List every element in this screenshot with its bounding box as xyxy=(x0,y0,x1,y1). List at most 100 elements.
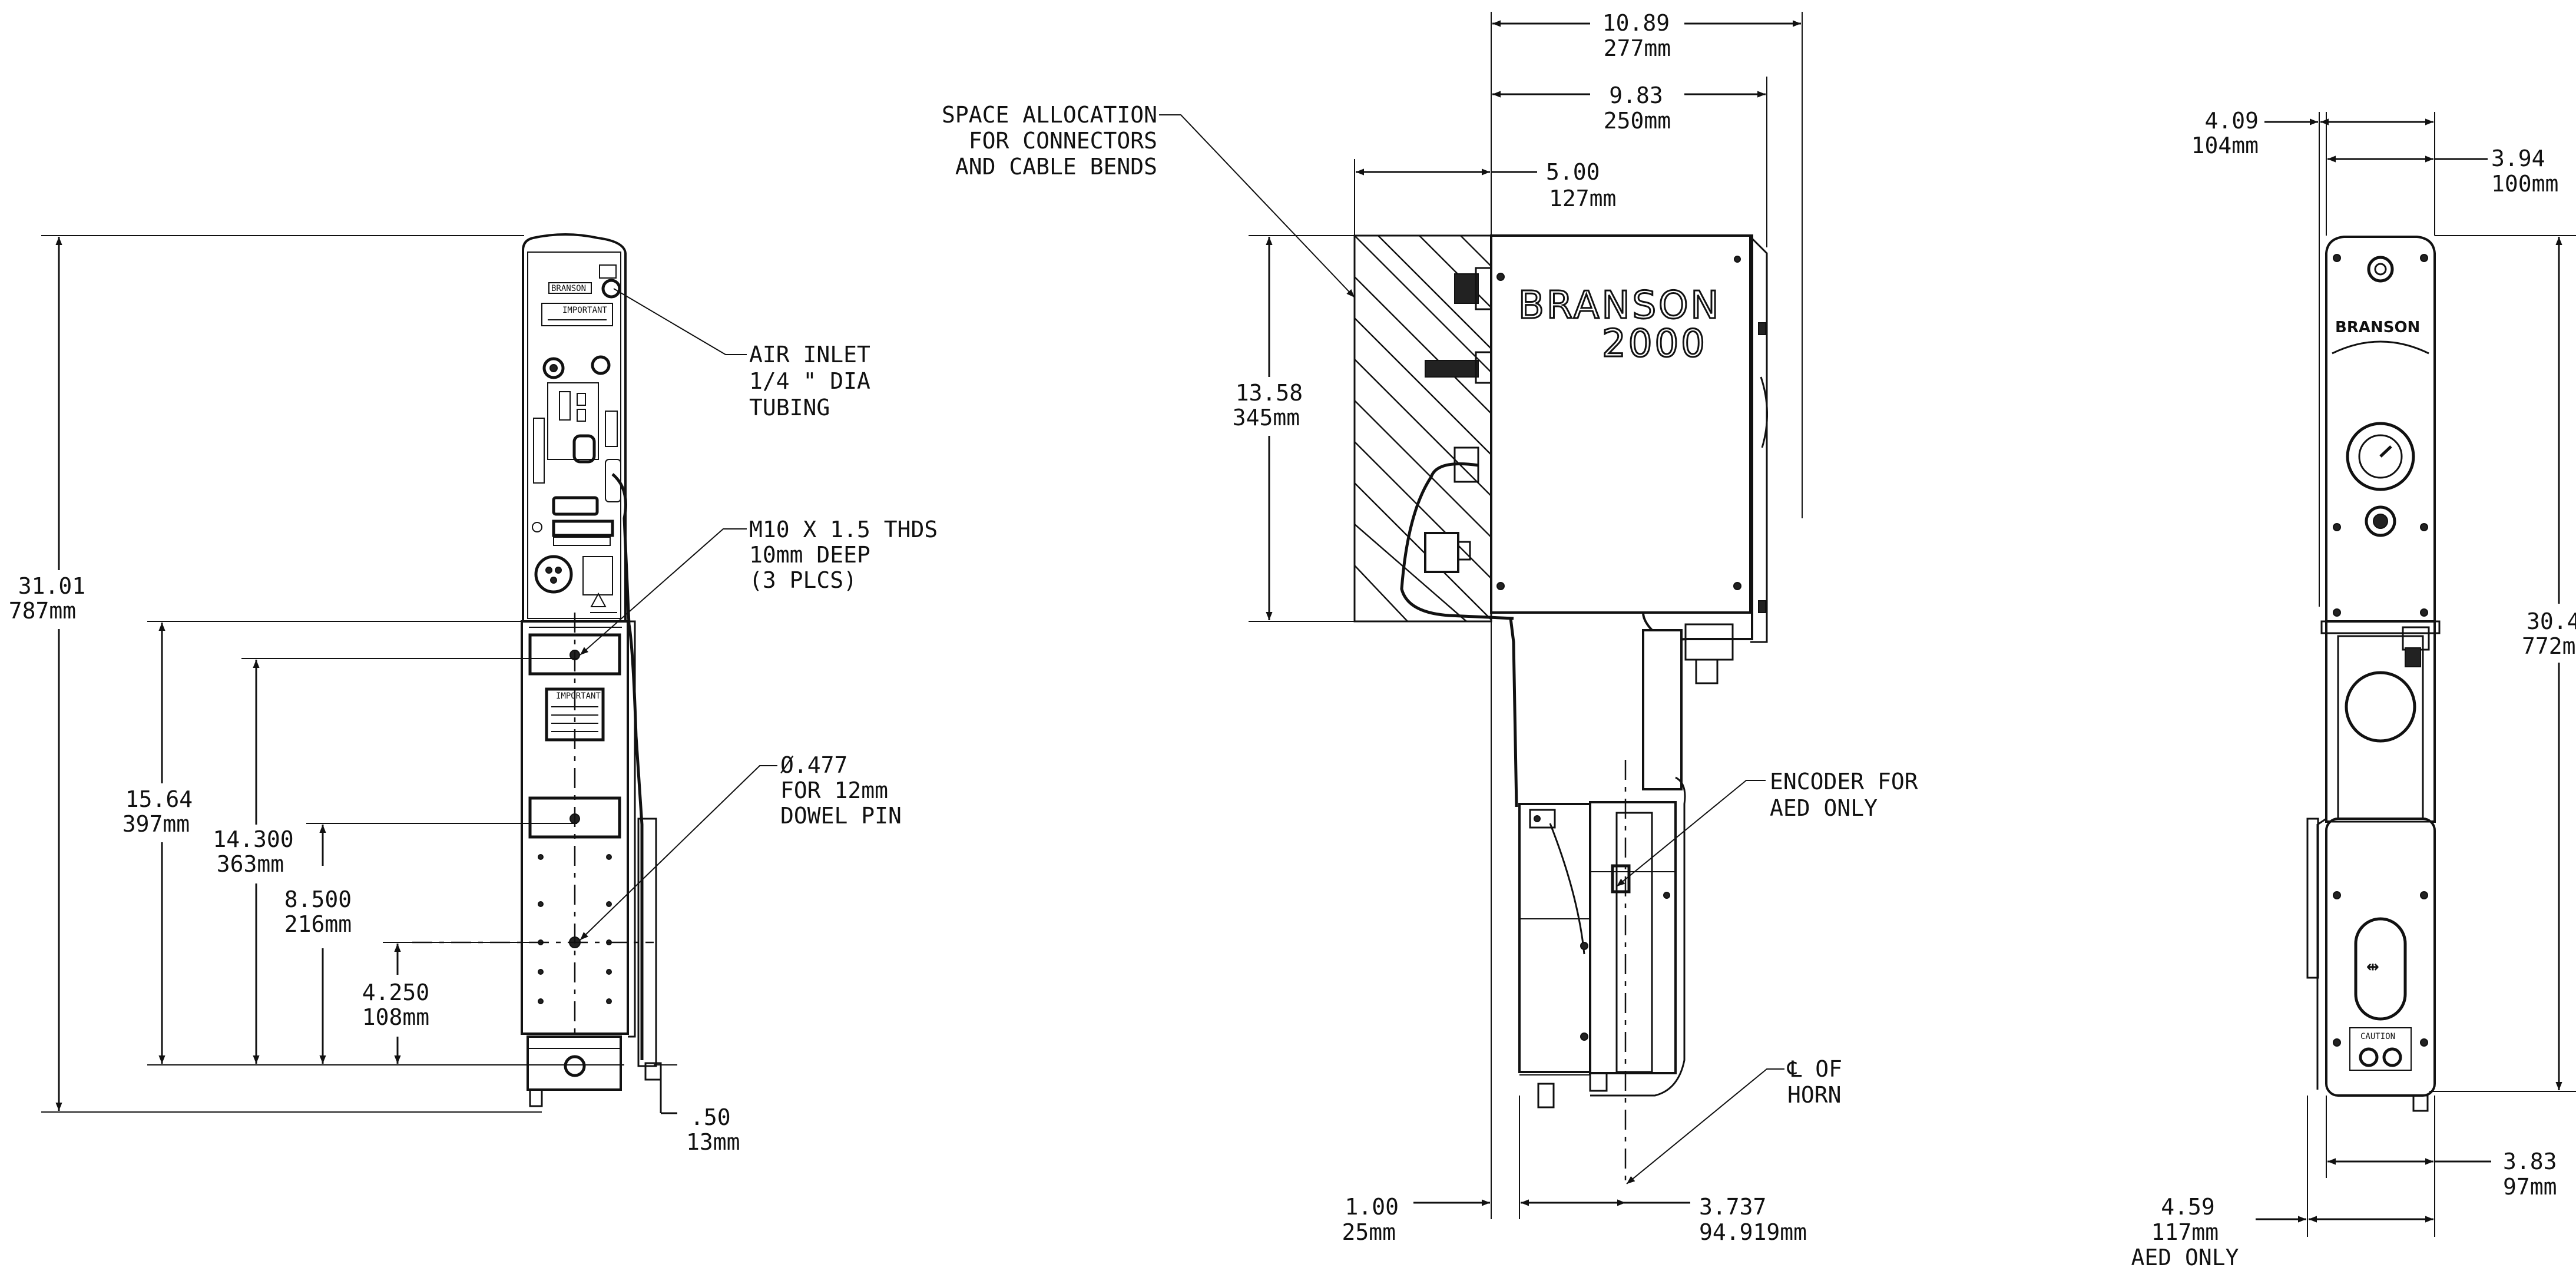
rear-dimensions: 4.09 104mm 3.94 100mm 30.4 772m 3.83 97m… xyxy=(2131,108,2576,1270)
warning-triangle xyxy=(590,592,607,607)
svg-text:97mm: 97mm xyxy=(2503,1174,2557,1200)
svg-text:HORN: HORN xyxy=(1787,1082,1842,1108)
svg-text:8.500: 8.500 xyxy=(284,886,352,912)
svg-text:FOR 12mm: FOR 12mm xyxy=(780,777,888,803)
front-callouts: AIR INLET 1/4 " DIA TUBING M10 X 1.5 THD… xyxy=(580,288,938,941)
space-allocation-hatch xyxy=(1354,235,1492,622)
bolt-icon: ⇹ xyxy=(2366,958,2379,976)
side-cable xyxy=(1400,462,1514,620)
svg-text:4.59: 4.59 xyxy=(2161,1194,2215,1220)
upper-mount-plate xyxy=(528,633,621,676)
xlr-connector xyxy=(534,555,573,594)
svg-text:15.64: 15.64 xyxy=(125,786,193,812)
side-callouts: SPACE ALLOCATION FOR CONNECTORS AND CABL… xyxy=(942,102,1918,1184)
important-label-top xyxy=(541,303,613,326)
air-inlet-fitting xyxy=(601,279,621,299)
svg-text:5.00: 5.00 xyxy=(1546,159,1600,185)
side-brand-logo: BRANSON xyxy=(1518,284,1721,327)
callout-air-inlet: AIR INLET xyxy=(749,342,870,368)
side-dimensions: 10.89 277mm 9.83 250mm 5.00 127mm 13.58 … xyxy=(1225,10,1807,1245)
rear-oval-window xyxy=(2354,917,2407,1021)
control-panel xyxy=(547,382,599,460)
svg-text:TUBING: TUBING xyxy=(749,395,830,421)
svg-text:CAUTION: CAUTION xyxy=(2360,1032,2395,1041)
callout-mounting-threads: M10 X 1.5 THDS xyxy=(749,517,938,542)
svg-text:AED ONLY: AED ONLY xyxy=(1770,795,1878,821)
svg-text:3.94: 3.94 xyxy=(2491,145,2545,171)
rear-access-port xyxy=(2345,671,2416,743)
svg-text:397mm: 397mm xyxy=(122,811,190,837)
start-button xyxy=(572,434,596,464)
callout-space-allocation: SPACE ALLOCATION xyxy=(942,102,1157,128)
d-sub-connector xyxy=(552,496,599,516)
rear-lower-body xyxy=(2325,818,2436,1097)
side-neck xyxy=(1642,629,1683,790)
svg-text:31.01: 31.01 xyxy=(18,573,85,599)
svg-text:772m: 772m xyxy=(2522,633,2576,659)
svg-text:1/4 " DIA: 1/4 " DIA xyxy=(749,368,870,394)
svg-text:9.83: 9.83 xyxy=(1609,82,1663,108)
front-cable xyxy=(611,473,644,1060)
svg-text:30.4: 30.4 xyxy=(2527,608,2576,634)
svg-text:IMPORTANT: IMPORTANT xyxy=(562,306,607,315)
side-housing-body xyxy=(1490,234,1751,614)
front-view: BRANSON IMPORTANT IMPO xyxy=(412,233,662,1107)
svg-text:117mm: 117mm xyxy=(2151,1219,2219,1245)
svg-text:3.737: 3.737 xyxy=(1699,1194,1766,1220)
rear-air-fitting xyxy=(2367,256,2394,283)
callout-encoder: ENCODER FOR xyxy=(1770,769,1918,795)
callout-dowel-pin: Ø.477 xyxy=(780,752,847,778)
pressure-regulator xyxy=(2365,505,2396,537)
svg-text:(3 PLCS): (3 PLCS) xyxy=(749,567,857,593)
side-connector-left xyxy=(533,418,545,484)
front-brand-tag: BRANSON xyxy=(551,284,586,293)
svg-text:13mm: 13mm xyxy=(686,1129,740,1155)
svg-text:4.250: 4.250 xyxy=(362,979,429,1005)
svg-text:277mm: 277mm xyxy=(1604,35,1671,61)
dim-side-1-00: 1.00 xyxy=(1345,1194,1399,1220)
svg-text:216mm: 216mm xyxy=(284,911,352,937)
svg-text:250mm: 250mm xyxy=(1604,108,1671,134)
side-model-logo: 2000 xyxy=(1602,322,1707,366)
front-side-rail xyxy=(637,818,657,1067)
svg-text:94.919mm: 94.919mm xyxy=(1699,1219,1807,1245)
svg-text:3.83: 3.83 xyxy=(2503,1149,2557,1174)
horn-assembly xyxy=(1615,812,1653,1073)
svg-text:108mm: 108mm xyxy=(362,1004,429,1030)
svg-text:DOWEL PIN: DOWEL PIN xyxy=(780,803,902,829)
svg-text:FOR CONNECTORS: FOR CONNECTORS xyxy=(969,128,1157,154)
front-badge xyxy=(599,264,617,279)
front-base xyxy=(527,1035,622,1091)
side-view: BRANSON 2000 xyxy=(1353,234,1768,1185)
caution-label xyxy=(2349,1027,2412,1071)
svg-text:363mm: 363mm xyxy=(217,851,284,877)
svg-text:127mm: 127mm xyxy=(1549,186,1616,211)
svg-text:AED ONLY: AED ONLY xyxy=(2131,1245,2239,1270)
side-converter-stack xyxy=(1589,801,1677,1074)
front-housing-upper xyxy=(522,233,627,623)
svg-text:10.89: 10.89 xyxy=(1602,10,1670,36)
svg-text:104mm: 104mm xyxy=(2191,133,2259,158)
front-dimensions: 31.01 787mm 15.64 397mm 14.300 363mm 8.5… xyxy=(9,235,740,1155)
side-encoder xyxy=(1611,864,1631,893)
dim-front-0-50: .50 xyxy=(690,1104,731,1130)
callout-horn-centerline: ℄ OF xyxy=(1787,1056,1842,1082)
svg-text:AND CABLE BENDS: AND CABLE BENDS xyxy=(955,154,1157,180)
svg-text:345mm: 345mm xyxy=(1233,405,1300,431)
branson-label-front xyxy=(552,519,614,537)
gauge-fitting xyxy=(542,357,565,379)
svg-text:787mm: 787mm xyxy=(9,598,76,624)
rear-housing-upper xyxy=(2325,236,2436,623)
rear-view: BRANSON ⇹ CAUTION xyxy=(2306,236,2441,1112)
side-connector-air xyxy=(1425,360,1479,378)
svg-text:10mm DEEP: 10mm DEEP xyxy=(749,542,870,568)
svg-text:100mm: 100mm xyxy=(2491,171,2558,197)
svg-text:13.58: 13.58 xyxy=(1236,380,1303,406)
svg-text:25mm: 25mm xyxy=(1342,1219,1396,1245)
side-connector-top xyxy=(1454,273,1479,304)
svg-text:4.09: 4.09 xyxy=(2204,108,2259,134)
svg-text:14.300: 14.300 xyxy=(213,826,293,852)
pressure-gauge xyxy=(2346,422,2415,491)
svg-text:IMPORTANT: IMPORTANT xyxy=(556,691,601,701)
